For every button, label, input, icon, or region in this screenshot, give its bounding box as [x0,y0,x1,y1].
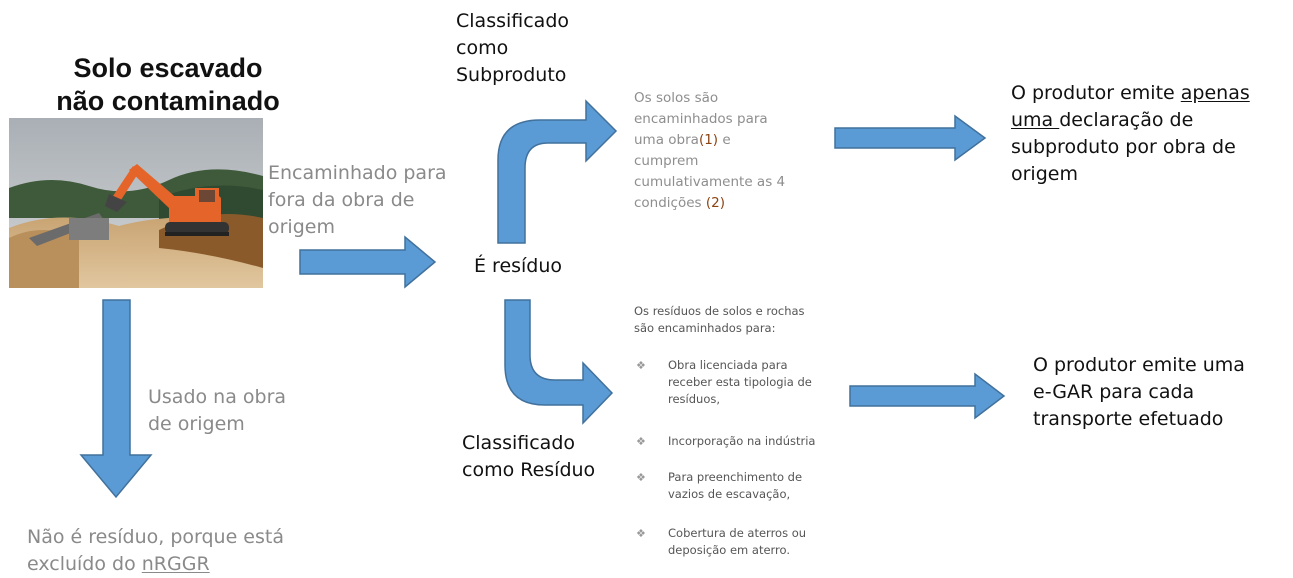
diamond-bullet-icon: ❖ [636,359,646,372]
forwarded-line-3: origem [268,216,335,238]
not-waste-line-2: excluído do nRGGR [27,551,347,578]
label-byproduct-class: Classificado como Subproduto [456,8,596,89]
byproduct-result: O produtor emite apenas uma declaração d… [1011,80,1281,188]
label-waste-class: Classificado como Resíduo [462,430,622,484]
not-waste-prefix: excluído do [27,553,142,575]
byproduct-result-line-3: subproduto por obra de [1011,136,1236,158]
waste-result: O produtor emite uma e-GAR para cada tra… [1033,352,1283,433]
byproduct-line-4: cumprem [634,153,699,169]
arrow-to-byproduct-result [834,114,987,162]
waste-class-line-1: Classificado [462,432,576,454]
ref-2[interactable]: (2) [705,195,725,211]
label-used-on-site: Usado na obra de origem [148,384,328,438]
byproduct-result-line-1: O produtor emite apenas [1011,82,1250,104]
arrow-curve-to-byproduct [497,99,618,244]
byproduct-line-5: cumulativamente as 4 [634,174,786,190]
byproduct-line-6: condições (2) [634,195,725,211]
waste-destination-list: ❖ Obra licenciada para receber esta tipo… [636,358,816,557]
waste-result-line-2: e-GAR para cada [1033,381,1195,403]
diamond-bullet-icon: ❖ [636,435,646,448]
forwarded-line-1: Encaminhado para [268,162,447,184]
byproduct-line-1: Os solos são [634,90,719,106]
label-forwarded-out: Encaminhado para fora da obra de origem [268,160,468,241]
waste-intro: Os resíduos de solos e rochas são encami… [634,303,854,337]
waste-result-line-1: O produtor emite uma [1033,354,1245,376]
waste-class-line-2: como Resíduo [462,459,596,481]
arrow-curve-to-waste [504,299,614,425]
title-line-2: não contaminado [56,86,280,116]
used-line-1: Usado na obra [148,386,287,408]
nrggr-link[interactable]: nRGGR [141,553,210,575]
diamond-bullet-icon: ❖ [636,471,646,484]
byproduct-line-2: encaminhados para [634,111,768,127]
apenas-underlined: apenas [1180,82,1250,104]
diagram-title: Solo escavado não contaminado [38,52,298,118]
waste-intro-line-2: são encaminhados para: [634,321,776,335]
byproduct-class-line-1: Classificado [456,10,570,32]
byproduct-class-line-2: como [456,37,509,59]
byproduct-conditions: Os solos são encaminhados para uma obra(… [634,88,824,214]
byproduct-class-line-3: Subproduto [456,64,567,86]
ref-1[interactable]: (1) [698,132,719,148]
label-not-waste: Não é resíduo, porque está excluído do n… [27,524,347,578]
excavator-photo [9,118,263,288]
excavator-image [9,118,263,288]
byproduct-result-line-4: origem [1011,163,1078,185]
arrow-down-used-on-site [79,299,153,499]
forwarded-line-2: fora da obra de [268,189,415,211]
byproduct-result-line-2: uma declaração de [1011,109,1194,131]
label-is-waste: É resíduo [474,255,563,277]
byproduct-line-3: uma obra(1) e [634,132,731,148]
diamond-bullet-icon: ❖ [636,527,646,540]
used-line-2: de origem [148,413,245,435]
uma-underlined: uma [1011,109,1060,131]
arrow-to-is-waste [299,235,437,289]
not-waste-line-1: Não é resíduo, porque está [27,526,284,548]
title-line-1: Solo escavado [73,53,263,83]
waste-result-line-3: transporte efetuado [1033,408,1224,430]
arrow-to-waste-result [849,372,1006,420]
waste-intro-line-1: Os resíduos de solos e rochas [634,304,805,318]
